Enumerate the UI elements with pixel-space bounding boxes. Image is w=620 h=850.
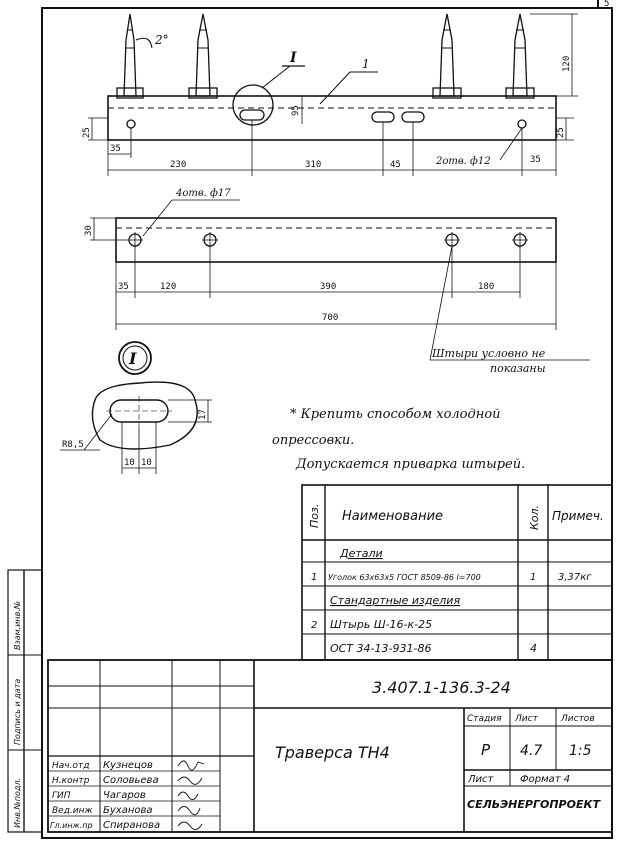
spec-header-pos: Поз.: [308, 504, 321, 528]
note-line1: * Крепить способом холодной: [290, 407, 501, 422]
top-view: 4отв. ф17 30 35 120 390 180 700 Штыри ус…: [84, 188, 590, 375]
spec-row-name: Уголок 63х63х5 ГОСТ 8509-86 l=700: [328, 573, 481, 582]
holes-12-label: 2отв. ф12: [435, 156, 491, 167]
note-line3: Допускается приварка штырей.: [295, 457, 525, 472]
holes-17-label: 4отв. ф17: [175, 188, 231, 199]
spec-row-note: 3,37кг: [558, 572, 592, 583]
spec-row-qty: 1: [530, 572, 536, 583]
corner-mark: 5: [604, 0, 609, 9]
staff-role: Нач.отд: [52, 761, 89, 771]
position-1-mark: 1: [362, 57, 370, 71]
dim-390: 390: [320, 282, 336, 292]
pin: [116, 13, 144, 99]
dim-17: 17: [198, 409, 208, 420]
dim-30: 30: [84, 225, 94, 236]
dim-180: 180: [478, 282, 494, 292]
spec-row-qty: 4: [530, 642, 537, 655]
organization: СЕЛЬЭНЕРГОПРОЕКТ: [467, 798, 601, 811]
radius-label: R8,5: [62, 440, 84, 450]
staff-role: ГИП: [52, 791, 71, 801]
angle-label: 2°: [154, 33, 169, 47]
staff-name: Буханова: [103, 805, 153, 816]
item-name: Траверса ТН4: [275, 743, 390, 762]
dim-35-top: 35: [118, 282, 129, 292]
sheet-label: Лист: [467, 774, 495, 785]
signature-mark: [177, 791, 199, 800]
staff-name: Спиранова: [103, 820, 160, 831]
dim-35-left: 35: [110, 144, 121, 154]
dim-120: 120: [562, 56, 572, 72]
dim-10a: 10: [124, 458, 135, 468]
scale-value: 1:5: [569, 743, 592, 759]
sheet-frame: [41, 7, 613, 839]
spec-table: Поз. Наименование Кол. Примеч. Детали 1 …: [301, 484, 613, 661]
dim-700: 700: [322, 313, 338, 323]
pin: [505, 13, 535, 99]
signature-mark: [177, 776, 203, 785]
staff-role: Вед.инж: [52, 806, 94, 816]
header-stage: Стадия: [467, 714, 502, 724]
detail-view: I 17 R8,5 10 10: [60, 341, 212, 474]
staff-name: Кузнецов: [103, 760, 153, 771]
staff-role: Гл.инж.пр: [50, 821, 93, 830]
pin: [188, 13, 218, 99]
spec-header-name: Наименование: [342, 509, 443, 524]
spec-row-name: ОСТ 34-13-931-86: [330, 642, 431, 655]
spec-row-name: Штырь Ш-16-к-25: [330, 618, 432, 631]
spec-row-pos: 2: [311, 620, 317, 631]
dim-35-right: 35: [530, 155, 541, 165]
stage-value: Р: [481, 741, 491, 759]
spec-header-qty: Кол.: [528, 505, 541, 530]
pins-note-line1: Штыри условно не: [431, 347, 546, 360]
header-sheet: Лист: [514, 714, 539, 724]
signature-mark: [177, 760, 205, 771]
detail-mark: I: [128, 349, 137, 368]
spec-section-std: Стандартные изделия: [330, 594, 460, 607]
header-sheets: Листов: [560, 714, 595, 724]
dim-95: 95: [291, 105, 301, 116]
dim-45: 45: [390, 160, 401, 170]
margin-label-sign: Подпись и дата: [13, 679, 22, 745]
dim-10b: 10: [141, 458, 152, 468]
note-line2: опрессовки.: [272, 433, 354, 448]
spec-section-details: Детали: [339, 547, 383, 560]
margin-label-replace: Взам.инв.№: [13, 601, 22, 650]
staff-role: Н.контр: [52, 776, 90, 786]
format-label: Формат 4: [520, 774, 570, 785]
margin-label-inventory: Инв.№подл.: [13, 778, 22, 828]
staff-name: Чагаров: [103, 790, 146, 801]
staff-name: Соловьева: [103, 775, 159, 786]
front-view: I 1 2° 120 95 25 25 35 230: [82, 13, 578, 176]
dim-120-top: 120: [160, 282, 176, 292]
signature-mark: [177, 821, 203, 830]
pins-note-line2: показаны: [490, 362, 546, 375]
dim-25-right: 25: [556, 127, 566, 138]
dim-230: 230: [170, 160, 186, 170]
sheet-value: 4.7: [520, 743, 542, 759]
signature-mark: [177, 806, 201, 816]
dim-310: 310: [305, 160, 321, 170]
spec-row-pos: 1: [311, 572, 317, 583]
margin-strip: Взам.инв.№ Подпись и дата Инв.№подл.: [7, 569, 43, 833]
pin: [432, 13, 462, 99]
spec-header-note: Примеч.: [552, 509, 604, 523]
doc-code: 3.407.1-136.3-24: [372, 678, 511, 697]
title-block: Нач.отд Кузнецов Н.контр Соловьева ГИП Ч…: [47, 659, 613, 833]
dim-25-left: 25: [82, 127, 92, 138]
section-mark: I: [289, 50, 297, 66]
